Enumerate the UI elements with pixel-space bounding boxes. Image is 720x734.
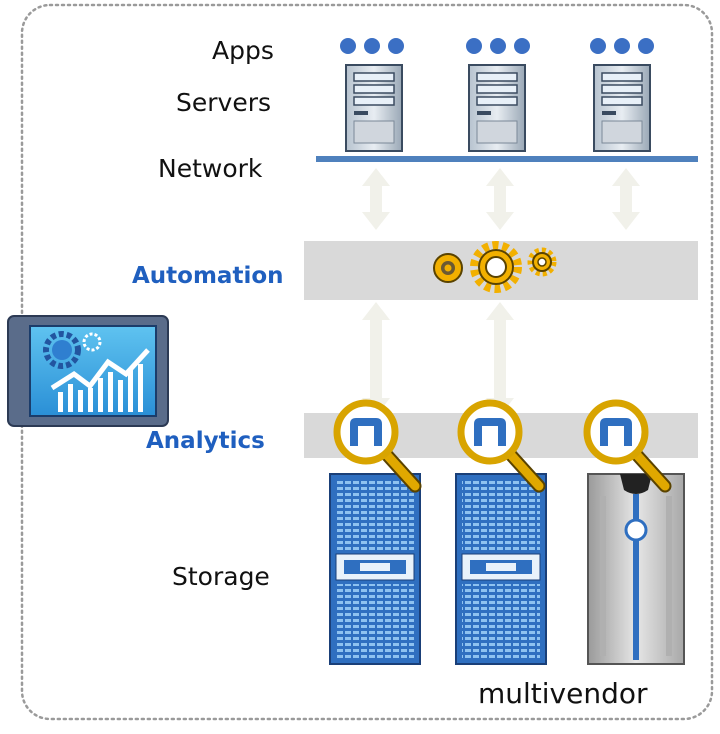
gears-icon [433,241,557,293]
arrow-column-1 [362,168,390,416]
magnifying-glass-icon [457,399,546,493]
arrow-column-3 [612,168,640,230]
server-tower-icon [468,64,526,152]
apps-label: Apps [212,36,274,65]
app-dots-icon [340,38,654,54]
arrow-column-2 [486,168,514,416]
network-label: Network [158,154,263,183]
storage-array-icon [329,473,421,665]
multivendor-label: multivendor [478,677,648,710]
magnifying-glass-icon [583,399,672,493]
analytics-label: Analytics [146,428,265,454]
analytics-dashboard-icon [7,315,169,427]
outer-border [20,3,714,721]
servers-label: Servers [176,88,272,117]
network-line [316,156,698,162]
storage-label: Storage [172,562,270,591]
storage-array-icon [587,473,685,665]
magnifying-glass-icon [333,399,422,493]
server-tower-icon [345,64,403,152]
storage-array-icon [455,473,547,665]
server-tower-icon [593,64,651,152]
automation-label: Automation [132,263,284,289]
